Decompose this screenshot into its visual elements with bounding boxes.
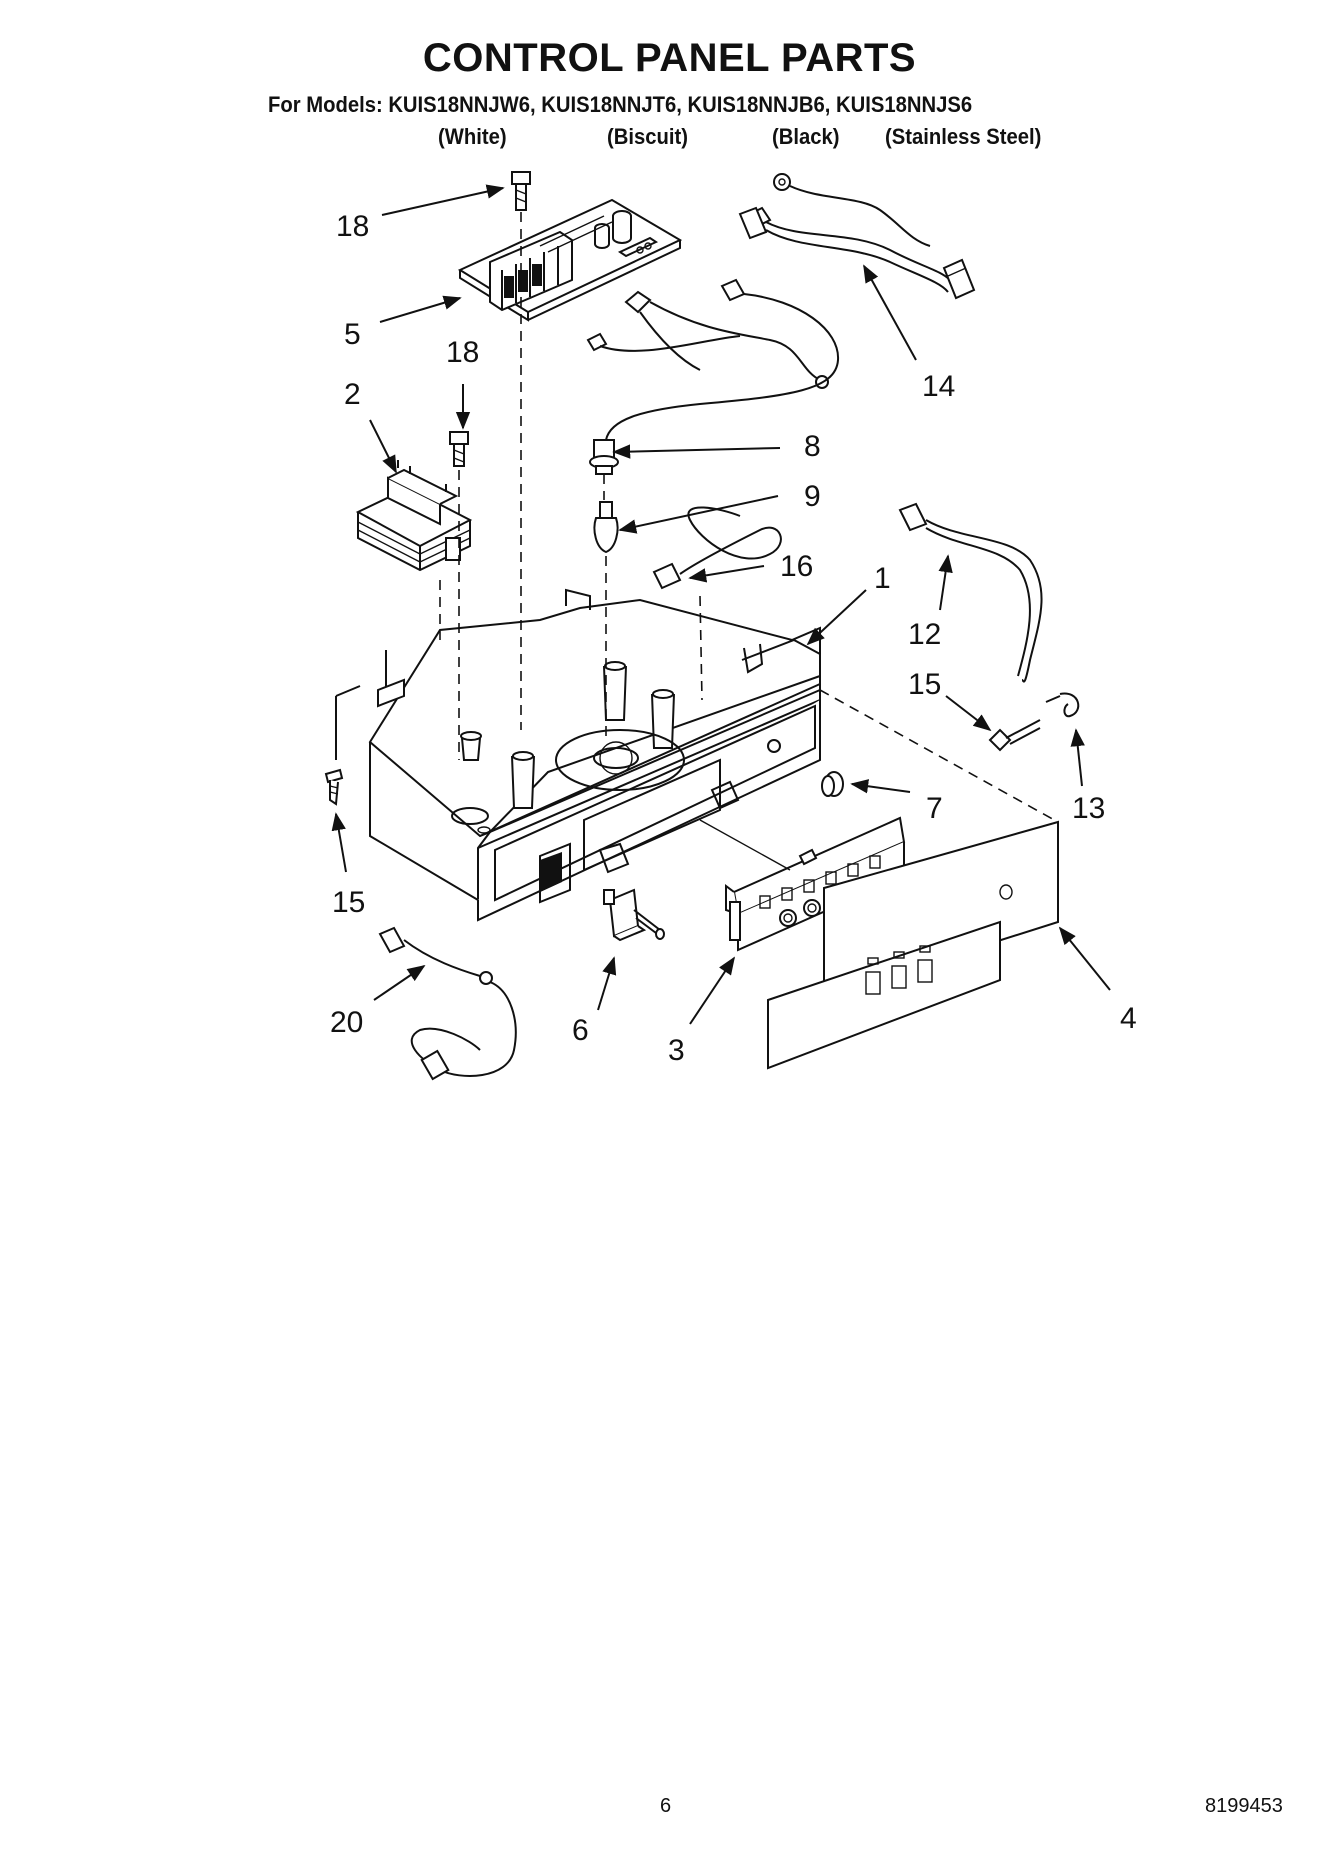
- callout-3: 3: [668, 1034, 685, 1067]
- wire-harness-part-14: [738, 173, 976, 300]
- transformer-part-2: [355, 460, 473, 572]
- callout-labels: 18 5 18 2 14 8 9 16 1 12 15 13 7 15 4 20…: [330, 210, 1137, 1067]
- callout-13: 13: [1072, 792, 1105, 825]
- screw-part-18-top: [511, 171, 531, 211]
- callout-15-right: 15: [908, 668, 941, 701]
- callout-12: 12: [908, 618, 941, 651]
- grommet-part-7: [821, 771, 844, 797]
- callout-2: 2: [344, 378, 361, 411]
- callout-20: 20: [330, 1006, 363, 1039]
- screw-part-18-middle: [449, 431, 469, 467]
- control-panel-overlay-part-4: [767, 820, 1059, 1070]
- wire-harness-part-12: [898, 502, 1043, 683]
- screw-part-15-right: [988, 719, 1041, 752]
- callout-18-top: 18: [336, 210, 369, 243]
- callout-8: 8: [804, 430, 821, 463]
- control-board-part-5: [457, 198, 683, 322]
- color-black: (Black): [772, 124, 840, 149]
- leader-arrows: [331, 184, 1111, 1025]
- models-line: For Models: KUIS18NNJW6, KUIS18NNJT6, KU…: [268, 92, 973, 117]
- callout-15-left: 15: [332, 886, 365, 919]
- sensor-harness-part-20: [378, 926, 517, 1081]
- document-number: 8199453: [1205, 1795, 1283, 1817]
- callout-1: 1: [874, 562, 891, 595]
- switch-panel-part-3: [725, 816, 906, 952]
- lamp-socket-part-8: [586, 278, 840, 475]
- lamp-bulb-part-9: [593, 501, 619, 554]
- color-stainless-steel: (Stainless Steel): [885, 124, 1042, 149]
- control-housing-part-1: [368, 588, 821, 922]
- thermistor-part-16: [652, 506, 782, 590]
- switch-part-6: [603, 888, 665, 942]
- color-biscuit: (Biscuit): [607, 124, 688, 149]
- callout-5: 5: [344, 318, 361, 351]
- callout-16: 16: [780, 550, 813, 583]
- page-number: 6: [660, 1795, 672, 1817]
- assembly-guide-lines: [335, 212, 1059, 871]
- callout-7: 7: [926, 792, 943, 825]
- screw-part-15-left: [324, 768, 344, 806]
- page-title: CONTROL PANEL PARTS: [422, 36, 917, 80]
- callout-18-middle: 18: [446, 336, 479, 369]
- color-white: (White): [438, 124, 507, 149]
- callout-9: 9: [804, 480, 821, 513]
- callout-4: 4: [1120, 1002, 1137, 1035]
- callout-6: 6: [572, 1014, 589, 1047]
- callout-14: 14: [922, 370, 955, 403]
- clip-part-13: [1045, 692, 1080, 718]
